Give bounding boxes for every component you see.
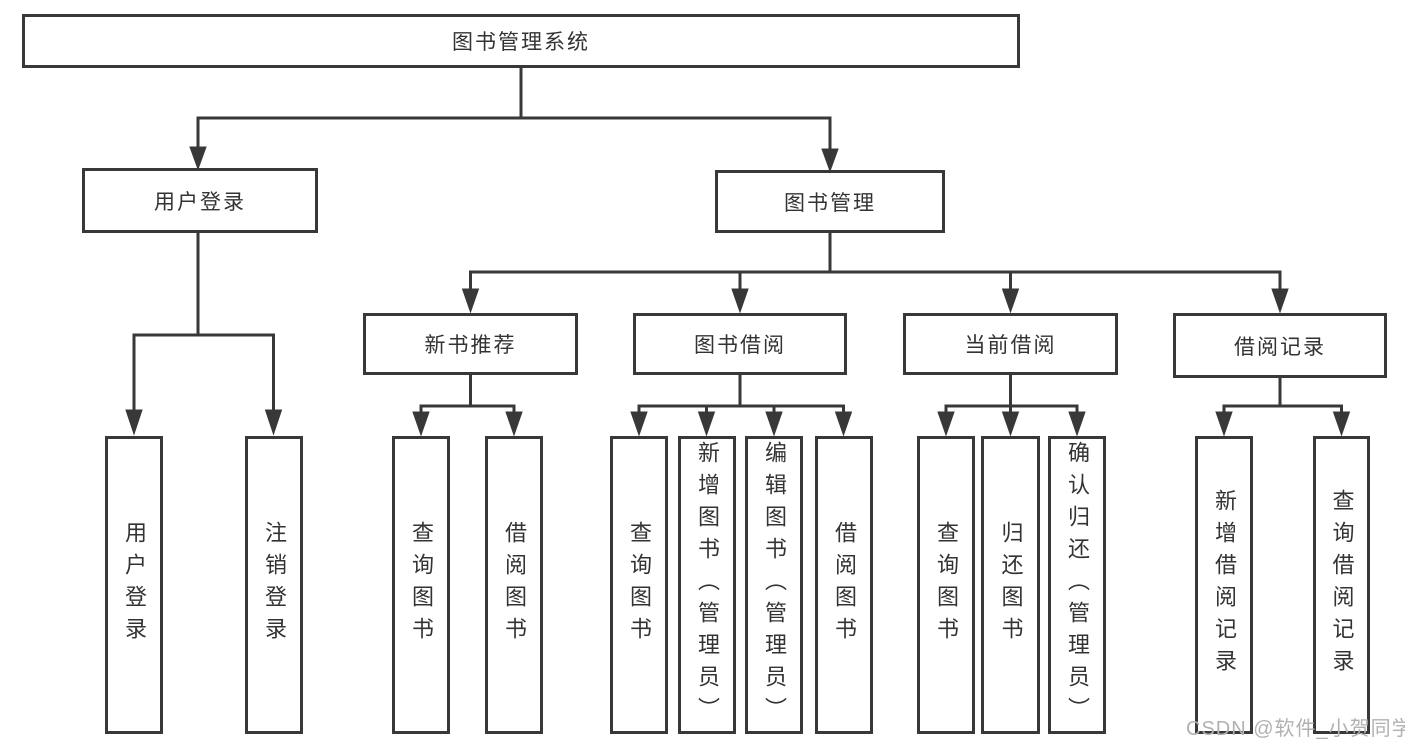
connector-book-borrow-branch [630,375,853,437]
leaf-edit-books-admin-label: 编辑图书（管理员） [762,441,787,729]
leaf-query-books-borrow: 查询图书 [610,436,668,734]
node-book-mgmt: 图书管理 [715,170,945,233]
leaf-logout-label: 注销登录 [262,521,287,649]
leaf-borrow-books-newrec: 借阅图书 [485,436,543,734]
leaf-query-borrow-record-label: 查询借阅记录 [1329,489,1355,681]
node-borrow-records: 借阅记录 [1173,313,1387,378]
leaf-add-borrow-record-label: 新增借阅记录 [1212,489,1237,681]
leaf-confirm-return-admin-label: 确认归还（管理员） [1065,441,1090,729]
node-borrow-records-label: 借阅记录 [1234,335,1326,359]
node-user-login-label: 用户登录 [154,190,246,214]
leaf-query-borrow-record: 查询借阅记录 [1313,436,1370,734]
leaf-query-books-newrec: 查询图书 [392,436,450,734]
node-root: 图书管理系统 [22,14,1020,68]
leaf-borrow-books-label: 借阅图书 [832,521,857,649]
connector-borrow-records-branch [1215,378,1351,437]
node-root-label: 图书管理系统 [452,31,590,54]
leaf-user-login-label: 用户登录 [122,521,147,649]
connector-new-book-branch [412,375,523,437]
node-book-mgmt-label: 图书管理 [784,191,876,215]
connector-current-borrow-branch [937,375,1086,437]
leaf-borrow-books-newrec-label: 借阅图书 [502,521,527,649]
connector-user-login-branch [125,233,283,436]
node-new-book-rec-label: 新书推荐 [424,334,517,357]
node-user-login: 用户登录 [82,168,318,233]
node-current-borrow: 当前借阅 [903,313,1118,375]
leaf-query-books-current: 查询图书 [917,436,975,734]
leaf-query-books-newrec-label: 查询图书 [409,521,434,649]
leaf-borrow-books: 借阅图书 [815,436,873,734]
leaf-return-books-label: 归还图书 [998,521,1024,649]
leaf-query-books-current-label: 查询图书 [934,521,959,649]
connector-book-mgmt-branch [461,233,1289,314]
leaf-add-borrow-record: 新增借阅记录 [1195,436,1253,734]
node-new-book-rec: 新书推荐 [363,313,578,375]
leaf-add-books-admin: 新增图书（管理员） [678,436,736,734]
csdn-watermark: CSDN @软件_小贺同学 [1186,718,1405,740]
node-book-borrow: 图书借阅 [633,313,847,375]
node-current-borrow-label: 当前借阅 [964,334,1057,357]
node-book-borrow-label: 图书借阅 [694,334,786,357]
leaf-logout: 注销登录 [245,436,303,734]
leaf-user-login: 用户登录 [105,436,163,734]
leaf-confirm-return-admin: 确认归还（管理员） [1048,436,1106,734]
leaf-edit-books-admin: 编辑图书（管理员） [745,436,803,734]
leaf-add-books-admin-label: 新增图书（管理员） [695,441,720,729]
connector-root-branch [189,68,839,173]
leaf-query-books-borrow-label: 查询图书 [627,521,652,649]
leaf-return-books: 归还图书 [981,436,1040,734]
